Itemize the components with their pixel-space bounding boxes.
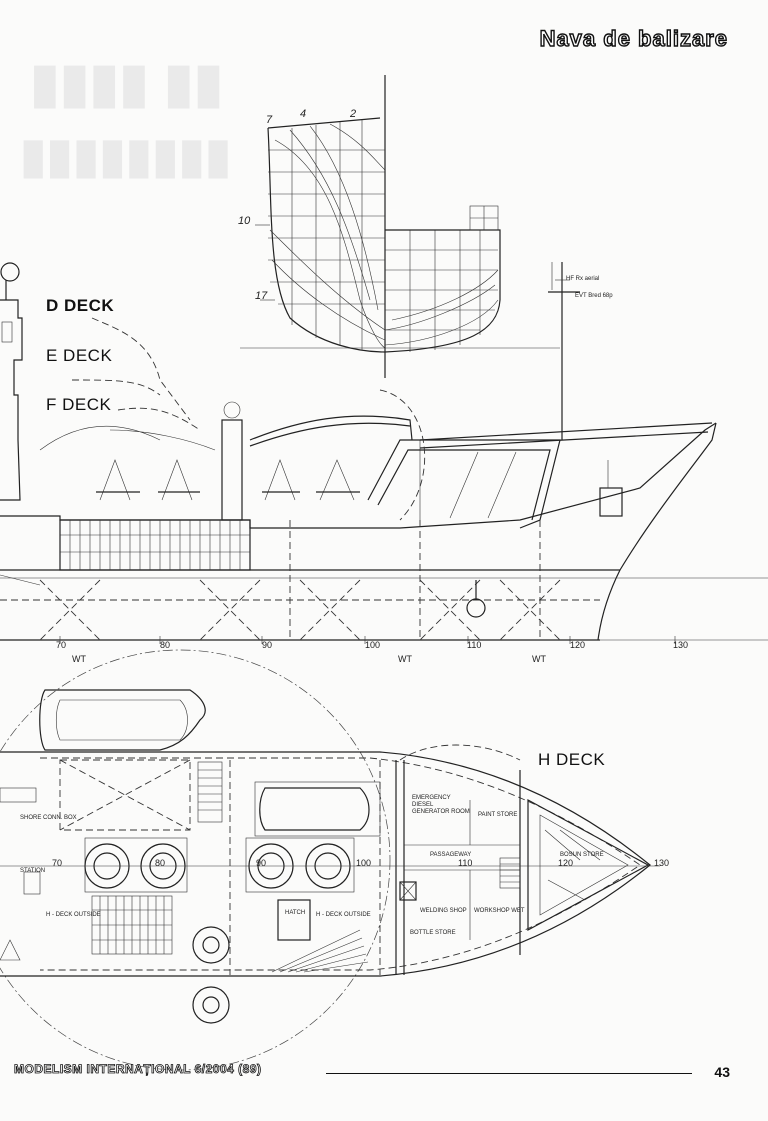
station-number: 17 xyxy=(255,290,268,302)
mast-label: EVT Bred 68p xyxy=(575,293,613,299)
plan-frame-number: 90 xyxy=(256,858,267,868)
frame-number: 80 xyxy=(160,640,171,650)
body-plan-drawing xyxy=(240,75,560,378)
station-number: 10 xyxy=(238,215,251,227)
plan-frame-number: 110 xyxy=(458,858,473,868)
publication-credit: MODELISM INTERNAȚIONAL 6/2004 (89) xyxy=(14,1062,262,1077)
room-label: H - DECK OUTSIDE xyxy=(46,912,101,918)
room-label: BOTTLE STORE xyxy=(410,930,456,936)
plan-frame-number: 120 xyxy=(558,858,574,868)
plan-frame-number: 70 xyxy=(52,858,63,868)
station-number: 4 xyxy=(300,108,307,120)
page-number: 43 xyxy=(714,1064,730,1080)
room-label: HATCH xyxy=(285,910,306,916)
frame-number: 110 xyxy=(467,640,482,650)
station-number: 7 xyxy=(266,114,273,126)
deck-plan-drawing xyxy=(0,649,660,1071)
frame-number: 120 xyxy=(570,640,586,650)
deck-label-h: H DECK xyxy=(538,750,606,769)
watertight-mark: WT xyxy=(532,654,546,664)
mast-label: HF Rx aerial xyxy=(566,276,600,282)
watertight-mark: WT xyxy=(398,654,412,664)
profile-drawing xyxy=(0,262,768,644)
room-label: EMERGENCY DIESEL GENERATOR ROOM xyxy=(412,795,470,815)
page-title: Nava de balizare xyxy=(539,25,728,51)
frame-number: 130 xyxy=(673,640,689,650)
frame-number: 70 xyxy=(56,640,67,650)
room-label: BOSUN STORE xyxy=(560,852,604,858)
deck-label-f: F DECK xyxy=(46,395,112,414)
room-label: WORKSHOP WET xyxy=(474,908,525,914)
station-number: 2 xyxy=(350,108,357,120)
frame-number: 100 xyxy=(365,640,381,650)
plan-frame-number: 130 xyxy=(654,858,670,868)
room-label: PAINT STORE xyxy=(478,812,518,818)
room-label: STATION xyxy=(20,868,46,874)
plan-frame-number: 80 xyxy=(155,858,166,868)
footer-rule xyxy=(326,1073,692,1074)
frame-number: 90 xyxy=(262,640,273,650)
watertight-mark: WT xyxy=(72,654,86,664)
deck-label-e: E DECK xyxy=(46,346,113,365)
room-label: PASSAGEWAY xyxy=(430,852,472,858)
room-label: WELDING SHOP xyxy=(420,908,467,914)
room-label: SHORE CONN. BOX xyxy=(20,815,77,821)
deck-label-d: D DECK xyxy=(46,296,115,315)
plan-frame-number: 100 xyxy=(356,858,372,868)
room-label: H - DECK OUTSIDE xyxy=(316,912,371,918)
